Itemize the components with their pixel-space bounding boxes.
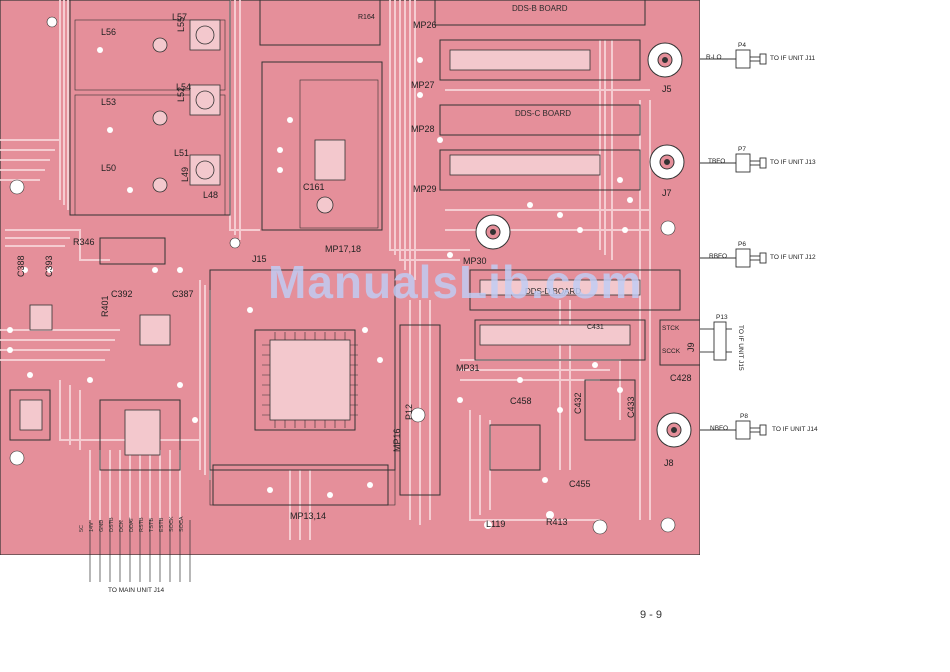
l49-label: L49 — [180, 166, 190, 182]
p13-ref-label: P13 — [716, 314, 728, 321]
j15-label: J15 — [252, 254, 267, 264]
l56-label: L56 — [101, 27, 117, 37]
mp26-label: MP26 — [413, 20, 437, 30]
main-connector-pin: DDAT — [129, 517, 135, 532]
page-number: 9 - 9 — [640, 609, 663, 621]
mp16-label: MP16 — [392, 428, 402, 452]
main-connector-pin: SOCA — [179, 516, 185, 532]
c388-label: C388 — [16, 255, 26, 277]
dds-d-board-label: DDS-D BOARD — [525, 287, 582, 296]
qfp-pins — [262, 332, 358, 428]
c455-label: C455 — [569, 479, 591, 489]
mp17-label: MP17,18 — [325, 244, 362, 254]
l55-label: L55 — [176, 16, 186, 32]
l50-label: L50 — [101, 163, 117, 173]
stck-signal-label: STCK — [662, 325, 680, 332]
pcb-board — [0, 0, 700, 555]
mp29-label: MP29 — [413, 184, 437, 194]
dds-c-board-label: DDS-C BOARD — [515, 109, 572, 118]
mp28-label: MP28 — [411, 124, 435, 134]
ic-packages — [19, 49, 641, 456]
r413-label: R413 — [546, 517, 568, 527]
main-connector-pin: TSTB — [149, 517, 155, 532]
j9-label: J9 — [686, 342, 696, 352]
c393-label: C393 — [44, 255, 54, 277]
p8-dest-label: TO IF UNIT J14 — [772, 426, 818, 433]
c433-label: C433 — [626, 396, 636, 418]
p6-ref-label: P6 — [738, 241, 746, 248]
mp13-label: MP13,14 — [290, 511, 327, 521]
l54-label: L54 — [176, 82, 192, 92]
mp27-label: MP27 — [411, 80, 435, 90]
solder-pads — [7, 47, 633, 529]
p7-ref-label: P7 — [738, 146, 746, 153]
pcb-substrate — [0, 0, 700, 555]
main-connector-pin: RSTB — [139, 517, 145, 532]
c458-label: C458 — [510, 396, 532, 406]
main-connector-pin: DCK — [119, 520, 125, 532]
coax-jacks — [475, 42, 692, 448]
mp31-label: MP31 — [456, 363, 480, 373]
c161-label: C161 — [303, 182, 325, 192]
nbfo-signal-label: NBFO — [710, 425, 729, 432]
j5-label: J5 — [662, 84, 672, 94]
r346-label: R346 — [73, 237, 95, 247]
main-connector-pin: SOCK — [169, 516, 175, 532]
p13-dest-label: TO IF UNIT J15 — [737, 325, 744, 371]
j7-label: J7 — [662, 188, 672, 198]
signal-connectors — [700, 49, 767, 440]
main-connector-pin: ESTB — [159, 517, 165, 532]
p4-ref-label: P4 — [738, 42, 746, 49]
main-connector-pin: GND — [99, 519, 105, 532]
r164-label: R164 — [358, 14, 375, 21]
rbfo-signal-label: RBFO — [709, 253, 728, 260]
trimmer-coils — [152, 19, 334, 214]
p7-dest-label: TO IF UNIT J13 — [770, 159, 816, 166]
j8-label: J8 — [664, 458, 674, 468]
main-connector-label: TO MAIN UNIT J14 — [108, 587, 165, 594]
r401-label: R401 — [100, 295, 110, 317]
p6-dest-label: TO IF UNIT J12 — [770, 254, 816, 261]
main-unit-cable — [89, 520, 191, 582]
main-connector-pin: 5C — [79, 524, 85, 532]
scck-signal-label: SCCK — [662, 348, 681, 355]
r-lo-signal-label: R-LO — [706, 54, 722, 61]
l57-label: L57 — [172, 12, 188, 22]
watermark: ManualsLib.com — [268, 256, 643, 308]
l51-label: L51 — [174, 148, 190, 158]
mp30-label: MP30 — [463, 256, 487, 266]
p12-label: P12 — [404, 403, 414, 420]
c431-label: C431 — [587, 324, 604, 331]
main-connector-pin: 14V — [89, 522, 95, 532]
mounting-holes — [9, 16, 676, 535]
c387-label: C387 — [172, 289, 194, 299]
silkscreen-blocks — [9, 0, 700, 506]
l53-label: L53 — [101, 97, 117, 107]
l52-label: L52 — [176, 86, 186, 102]
c432-label: C432 — [573, 392, 583, 414]
l48-label: L48 — [203, 190, 219, 200]
main-connector-pin: DSTB — [109, 517, 115, 532]
dds-b-board-label: DDS-B BOARD — [512, 4, 568, 13]
c428-label: C428 — [670, 373, 692, 383]
p8-ref-label: P8 — [740, 413, 748, 420]
tbfo-signal-label: TBFO — [708, 158, 726, 165]
p4-dest-label: TO IF UNIT J11 — [770, 55, 816, 62]
l119-label: L119 — [486, 519, 506, 529]
c392-label: C392 — [111, 289, 133, 299]
